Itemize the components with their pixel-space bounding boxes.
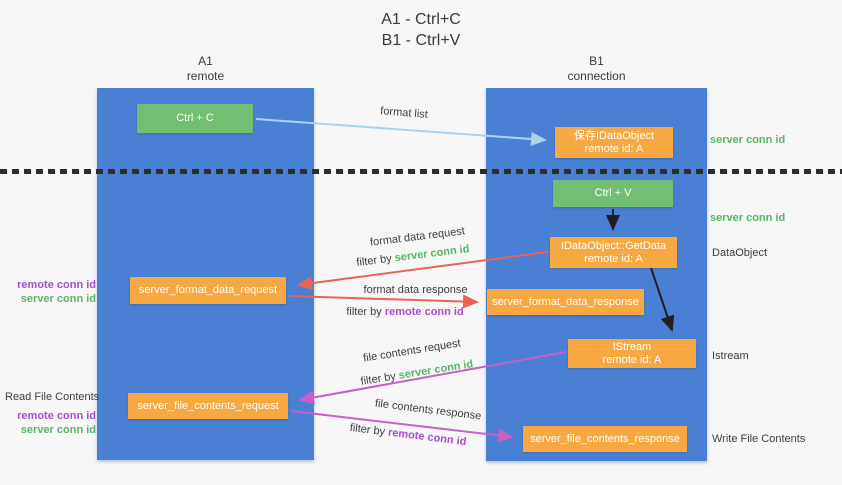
- server-file-contents-request-label: server_file_contents_request: [137, 399, 279, 412]
- server-conn-id-key: server conn id: [397, 358, 475, 382]
- getdata-line2: remote id: A: [584, 252, 643, 265]
- remote-conn-id-label: remote conn id: [17, 279, 96, 291]
- title-line-1: A1 - Ctrl+C: [381, 11, 461, 28]
- lifeline-a-header: A1 remote: [97, 54, 314, 84]
- server-file-contents-request-node: server_file_contents_request: [128, 393, 288, 419]
- file-response-filter-label: filter by remote conn id: [349, 421, 468, 449]
- ctrl-v-label: Ctrl + V: [594, 187, 632, 199]
- left-conn-id-pair-top: remote conn id server conn id: [8, 278, 96, 306]
- server-conn-id-annotation-mid: server conn id: [710, 212, 786, 224]
- getdata-line1: IDataObject::GetData: [560, 239, 667, 252]
- remote-conn-id-key: remote conn id: [387, 426, 468, 449]
- save-dataobject-line2: remote id: A: [584, 142, 644, 155]
- file-response-label: file contents response: [374, 397, 482, 423]
- server-conn-id-annotation-top: server conn id: [710, 134, 786, 146]
- lifeline-a-name: A1: [198, 54, 213, 68]
- write-file-contents-label: Write File Contents: [712, 433, 806, 445]
- format-response-label: format data response: [363, 284, 468, 296]
- ctrl-v-action: Ctrl + V: [553, 180, 673, 207]
- istream-line1: IStream: [612, 340, 652, 353]
- save-dataobject-line1: 保存IDataObject: [573, 129, 655, 142]
- ctrl-c-label: Ctrl + C: [176, 112, 214, 124]
- server-conn-id-label: server conn id: [20, 293, 96, 305]
- server-format-data-response-label: server_format_data_response: [492, 295, 639, 308]
- server-format-data-request-node: server_format_data_request: [130, 277, 286, 304]
- istream-line2: remote id: A: [602, 353, 662, 366]
- server-file-contents-response-node: server_file_contents_response: [523, 426, 687, 452]
- save-dataobject-node: 保存IDataObject remote id: A: [555, 127, 673, 158]
- server-file-contents-response-label: server_file_contents_response: [530, 432, 680, 445]
- title-line-2: B1 - Ctrl+V: [381, 32, 461, 49]
- remote-conn-id-label: remote conn id: [17, 410, 96, 422]
- machine-separator-dotted-line: [0, 169, 842, 174]
- format-list-label: format list: [379, 105, 429, 121]
- getdata-node: IDataObject::GetData remote id: A: [550, 237, 677, 268]
- read-file-contents-label: Read File Contents: [5, 391, 100, 403]
- istream-node: IStream remote id: A: [568, 339, 696, 368]
- server-format-data-request-label: server_format_data_request: [138, 284, 278, 296]
- server-conn-id-label: server conn id: [20, 424, 96, 436]
- server-conn-id-key: server conn id: [394, 243, 471, 265]
- lifeline-b-role: connection: [567, 69, 626, 83]
- dataobject-side-label: DataObject: [712, 247, 768, 259]
- ctrl-c-action: Ctrl + C: [137, 104, 253, 133]
- remote-conn-id-key: remote conn id: [384, 306, 464, 318]
- format-response-filter-label: filter by remote conn id: [346, 306, 464, 318]
- left-conn-id-pair-bottom: remote conn id server conn id: [8, 409, 96, 437]
- istream-side-label: Istream: [712, 350, 749, 362]
- lifeline-b-name: B1: [589, 54, 604, 68]
- lifeline-a-role: remote: [186, 69, 225, 83]
- lifeline-b-header: B1 connection: [486, 54, 707, 84]
- server-format-data-response-node: server_format_data_response: [487, 289, 644, 315]
- diagram-title: A1 - Ctrl+C B1 - Ctrl+V: [0, 9, 842, 51]
